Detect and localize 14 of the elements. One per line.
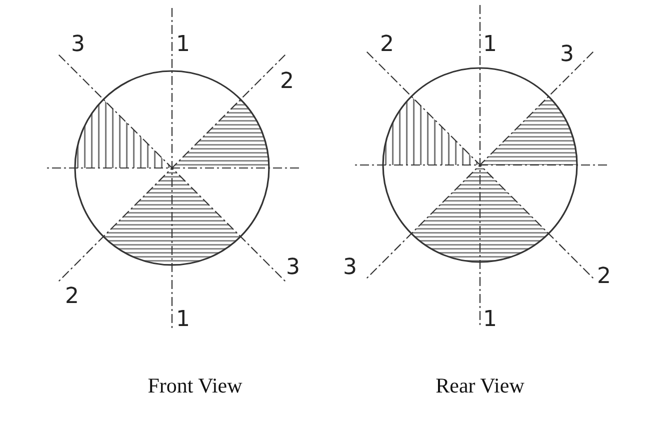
axis-number: 3 (560, 44, 574, 66)
axis-number: 1 (483, 34, 497, 56)
axis-number: 2 (280, 71, 294, 93)
axis-number: 2 (65, 286, 79, 308)
axis-number: 3 (343, 257, 357, 279)
axis-number: 2 (380, 34, 394, 56)
axis-number: 1 (483, 309, 497, 331)
axis-number: 2 (597, 266, 611, 288)
axis-number: 1 (176, 309, 190, 331)
axis-number: 3 (71, 34, 85, 56)
view-caption: Front View (148, 376, 242, 396)
axis-number: 1 (176, 34, 190, 56)
axis-number: 3 (286, 257, 300, 279)
view-caption: Rear View (436, 376, 524, 396)
